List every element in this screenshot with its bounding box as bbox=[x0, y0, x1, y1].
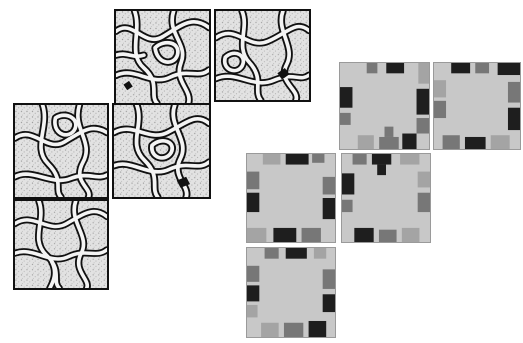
knot-pattern bbox=[116, 11, 209, 103]
block-pattern bbox=[247, 248, 335, 337]
block-tile[interactable] bbox=[341, 153, 431, 243]
block-pattern bbox=[247, 154, 335, 242]
knot-tile[interactable] bbox=[112, 103, 211, 199]
block-tile[interactable] bbox=[246, 153, 336, 243]
block-tile[interactable] bbox=[339, 62, 430, 150]
knot-pattern bbox=[114, 105, 209, 197]
knot-tile[interactable] bbox=[13, 103, 109, 199]
block-pattern bbox=[342, 154, 430, 242]
knot-pattern bbox=[15, 201, 107, 288]
knot-pattern bbox=[15, 105, 107, 197]
block-pattern bbox=[340, 63, 429, 149]
knot-tile[interactable] bbox=[114, 9, 211, 105]
block-tile[interactable] bbox=[433, 62, 521, 150]
block-tile[interactable] bbox=[246, 247, 336, 338]
knot-tile[interactable] bbox=[214, 9, 311, 102]
knot-tile[interactable] bbox=[13, 199, 109, 290]
knot-pattern bbox=[216, 11, 309, 100]
block-pattern bbox=[434, 63, 520, 149]
